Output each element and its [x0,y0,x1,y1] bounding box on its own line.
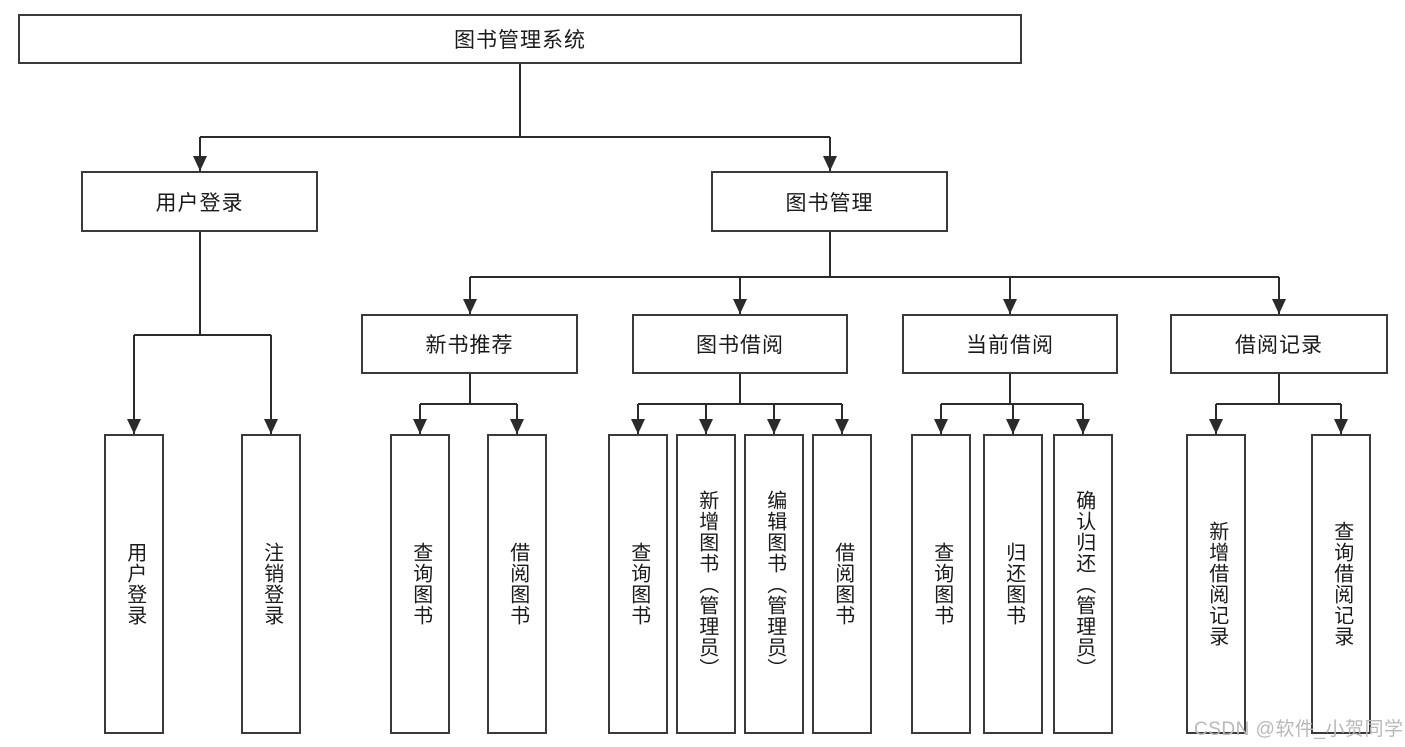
connector-line-vertical [739,277,741,314]
leaf-edit-book-admin[interactable]: 编辑图书（管理员） [744,434,804,734]
node-label: 新增借阅记录 [1205,521,1228,647]
node-book-borrow[interactable]: 图书借阅 [632,314,848,374]
connector-line-horizontal [638,403,842,405]
connector-arrowhead [510,419,524,434]
node-label: 新书推荐 [425,334,514,357]
leaf-user-login[interactable]: 用户登录 [104,434,164,734]
node-label: 新增图书（管理员） [695,489,718,679]
node-label: 借阅图书 [506,542,529,626]
connector-arrowhead [699,419,713,434]
connector-line-vertical [198,137,201,171]
leaf-query-book-current[interactable]: 查询图书 [911,434,971,734]
node-root-system[interactable]: 图书管理系统 [18,14,1022,64]
connector-line-vertical [270,335,272,434]
connector-line-horizontal [199,136,830,138]
leaf-query-book-borrow[interactable]: 查询图书 [608,434,668,734]
connector-line-horizontal [1216,403,1341,405]
node-label: 用户登录 [123,542,146,626]
connector-line-horizontal [469,276,1279,278]
connector-arrowhead [1076,419,1090,434]
connector-line-horizontal [420,403,517,405]
leaf-query-book-recommend[interactable]: 查询图书 [390,434,450,734]
leaf-confirm-return-admin[interactable]: 确认归还（管理员） [1053,434,1113,734]
leaf-logout-login[interactable]: 注销登录 [241,434,301,734]
node-label: 查询图书 [930,542,953,626]
node-label: 图书管理 [785,191,874,215]
connector-arrowhead [462,299,477,314]
connector-arrowhead [1006,419,1020,434]
node-book-management[interactable]: 图书管理 [711,171,948,232]
connector-line-horizontal [134,334,271,336]
leaf-return-book[interactable]: 归还图书 [983,434,1043,734]
node-label: 借阅图书 [831,542,854,626]
node-label: 确认归还（管理员） [1072,489,1095,679]
connector-arrowhead [1272,299,1286,314]
leaf-add-book-admin[interactable]: 新增图书（管理员） [676,434,736,734]
node-label: 注销登录 [260,542,283,626]
connector-line-vertical [519,64,521,137]
connector-line-vertical [1009,374,1011,404]
connector-line-vertical [198,232,201,335]
node-user-login[interactable]: 用户登录 [81,171,318,232]
leaf-query-borrow-record[interactable]: 查询借阅记录 [1311,434,1371,734]
connector-arrowhead [822,156,837,171]
watermark-label: CSDN @软件_小贺同学 [1194,719,1404,740]
node-label: 查询图书 [409,542,432,626]
node-label: 查询借阅记录 [1330,521,1353,647]
connector-line-vertical [1278,277,1280,314]
leaf-borrow-book-recommend[interactable]: 借阅图书 [487,434,547,734]
connector-line-vertical [133,335,135,434]
connector-arrowhead [934,419,948,434]
connector-line-vertical [468,277,471,314]
leaf-borrow-book[interactable]: 借阅图书 [812,434,872,734]
connector-arrowhead [1334,419,1348,434]
node-borrow-record[interactable]: 借阅记录 [1170,314,1388,374]
connector-arrowhead [1003,299,1017,314]
connector-arrowhead [1209,419,1223,434]
node-label: 图书借阅 [696,334,784,357]
node-label: 用户登录 [155,191,244,215]
connector-arrowhead [413,419,427,434]
connector-arrowhead [127,419,141,434]
leaf-add-borrow-record[interactable]: 新增借阅记录 [1186,434,1246,734]
connector-arrowhead [631,419,645,434]
connector-line-vertical [1278,374,1280,404]
connector-line-vertical [739,374,741,404]
node-new-book-recommend[interactable]: 新书推荐 [361,314,578,374]
node-label: 当前借阅 [966,334,1054,357]
connector-arrowhead [767,419,781,434]
connector-arrowhead [733,299,747,314]
connector-line-vertical [828,232,831,277]
connector-line-vertical [468,374,471,404]
node-label: 编辑图书（管理员） [763,489,786,679]
node-label: 归还图书 [1002,542,1025,626]
connector-arrowhead [835,419,849,434]
connector-arrowhead [264,419,278,434]
connector-line-vertical [828,137,831,171]
node-current-borrow[interactable]: 当前借阅 [902,314,1118,374]
node-label: 借阅记录 [1235,334,1323,357]
connector-arrowhead [192,156,207,171]
node-label: 图书管理系统 [454,29,586,52]
connector-line-vertical [1009,277,1011,314]
node-label: 查询图书 [627,542,650,626]
